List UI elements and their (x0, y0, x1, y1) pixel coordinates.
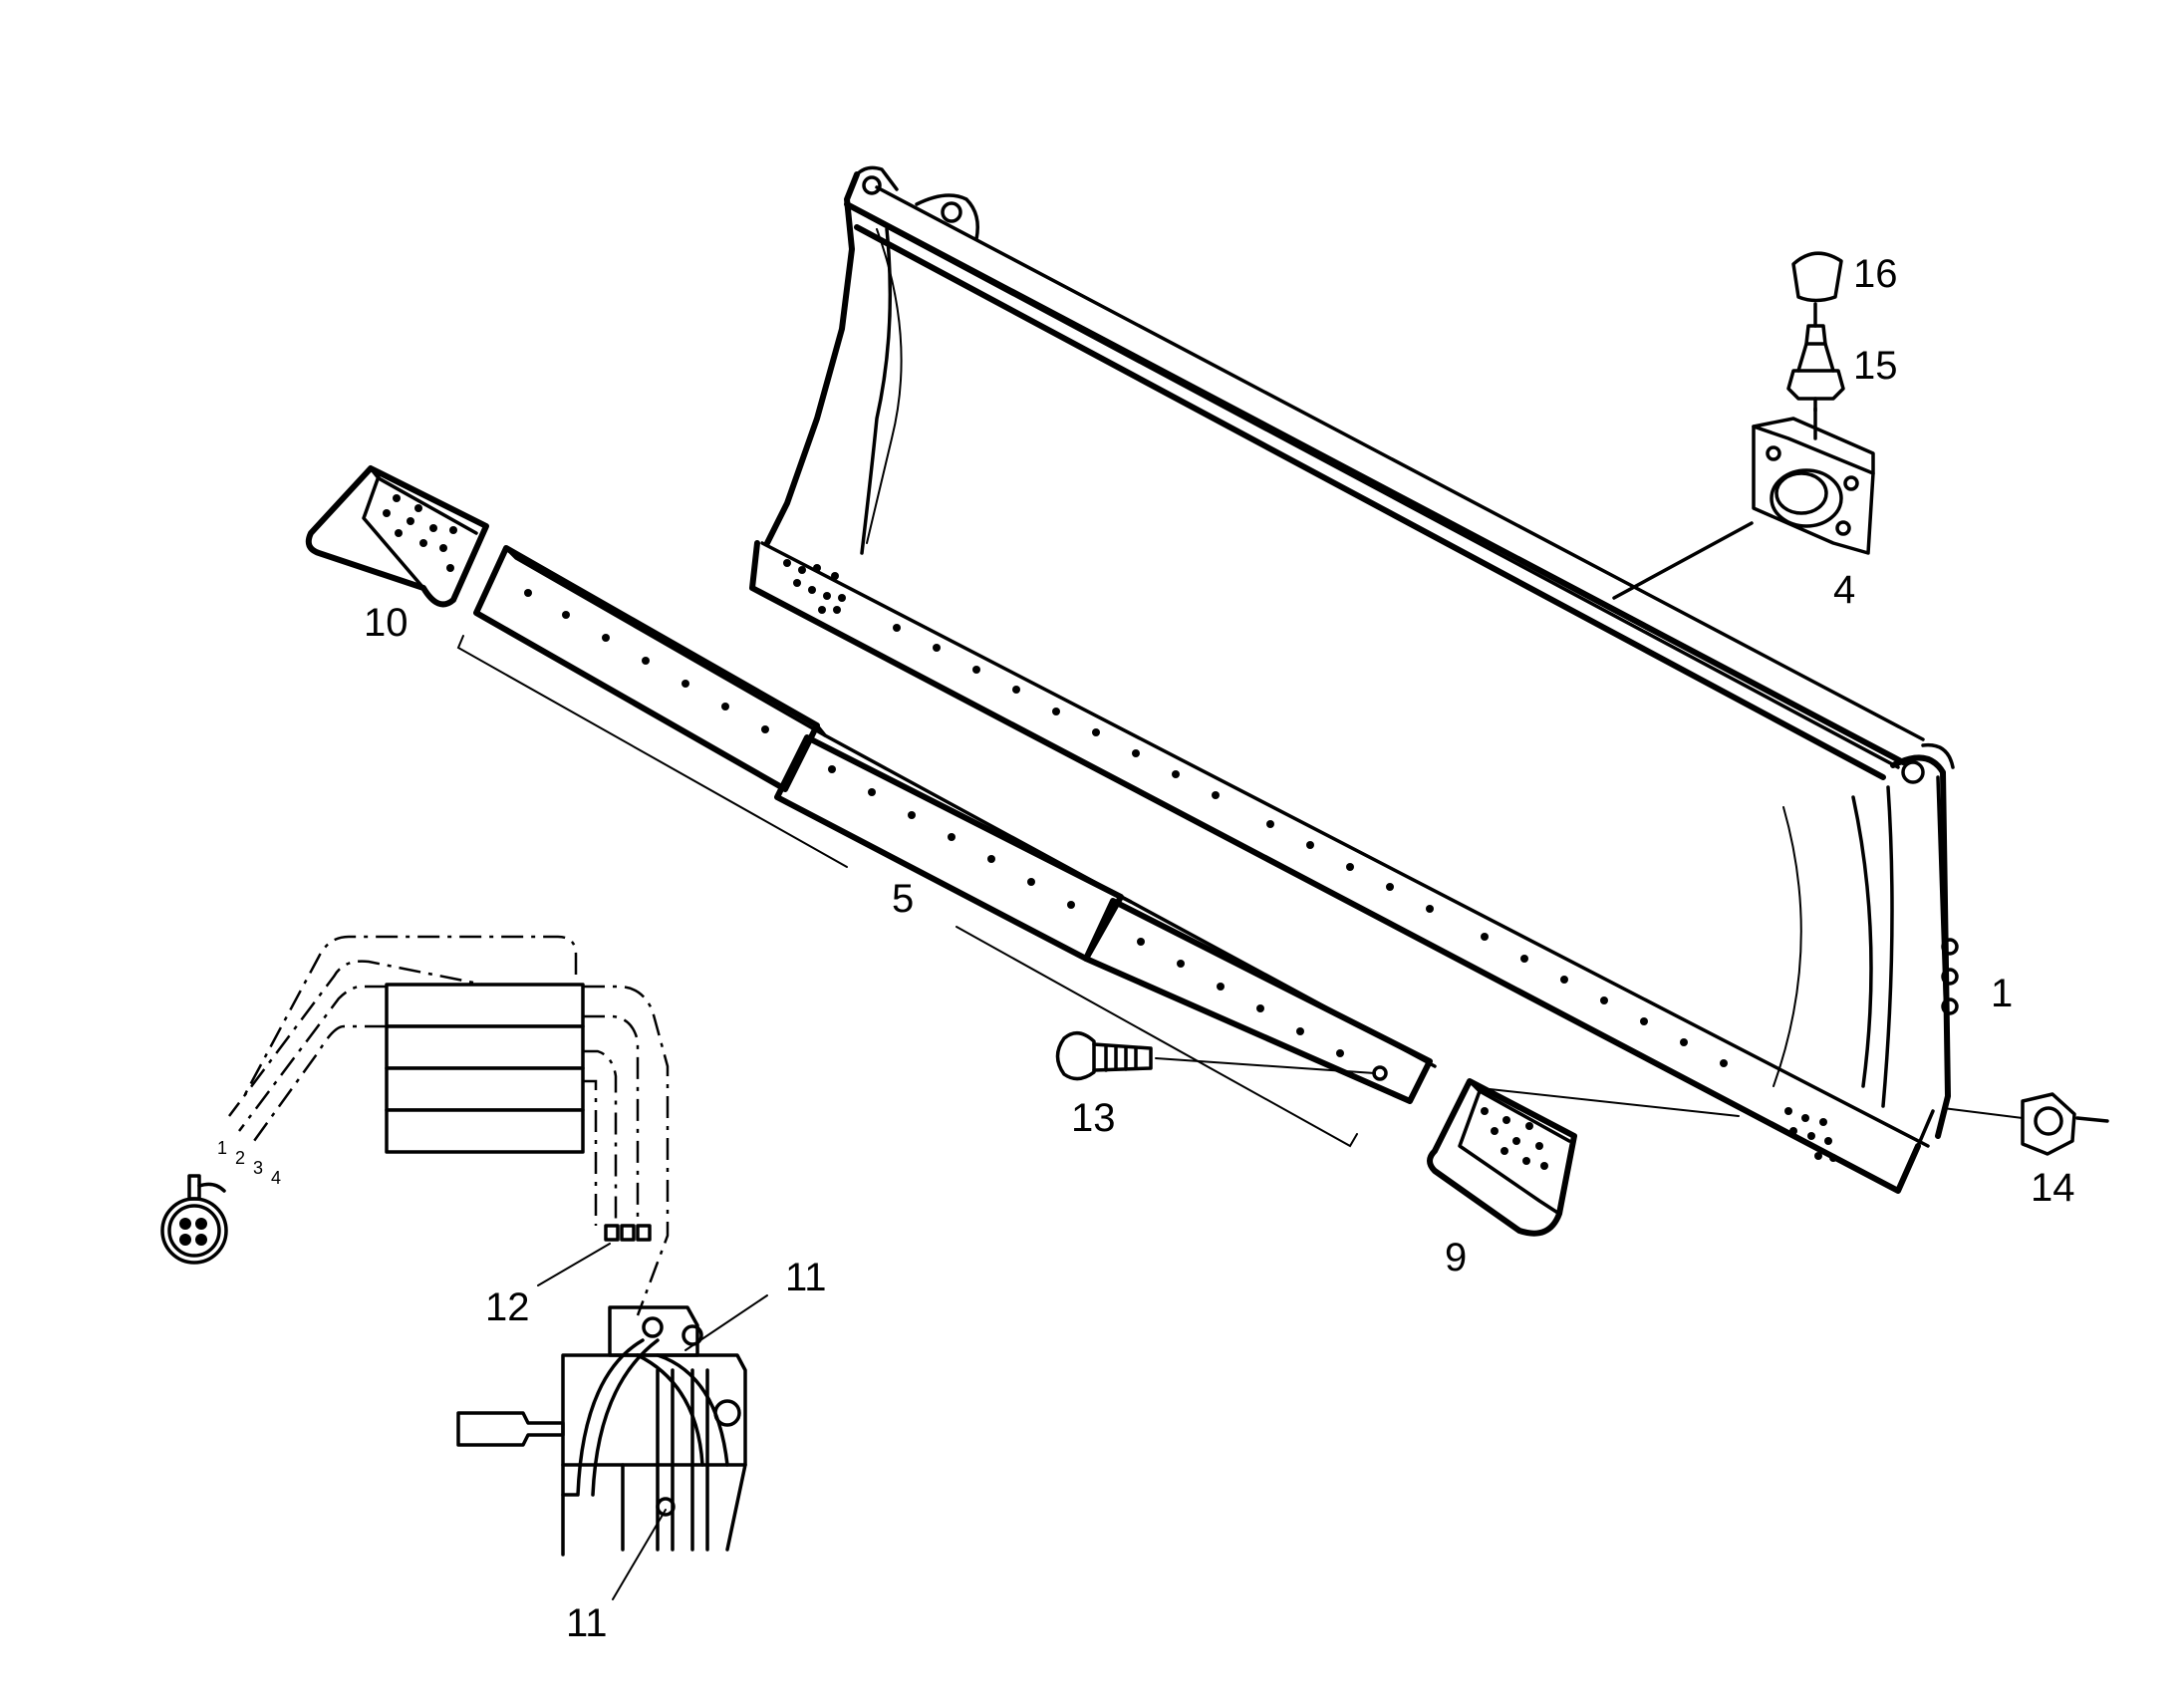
blade-bottom-bolt-holes (893, 624, 1728, 1067)
cutting-edge-holes (524, 589, 1388, 1081)
plow-bolt (1055, 1031, 1376, 1081)
callout-4: 4 (1833, 568, 1855, 612)
callout-11-upper: 11 (785, 1256, 827, 1299)
valve-port-label-4: 4 (271, 1168, 281, 1188)
callout-14: 14 (2031, 1166, 2075, 1210)
callout-16: 16 (1853, 252, 1898, 296)
fitting-cap (1791, 251, 1843, 328)
hose-bundle-block (385, 983, 585, 1154)
callout-1: 1 (1991, 972, 2013, 1015)
end-bit-right (1427, 1078, 1577, 1237)
callout-11-lower: 11 (566, 1601, 608, 1645)
valve-connector: 1 2 3 4 (160, 1138, 281, 1265)
control-valve-bank (456, 1294, 768, 1600)
callout-12: 12 (485, 1285, 530, 1329)
end-bit-left (305, 465, 489, 608)
pivot-block (1612, 417, 1875, 600)
valve-port-label-2: 2 (235, 1148, 245, 1168)
grease-fitting (1786, 324, 1845, 440)
blade-body (749, 165, 1959, 1194)
callout-9: 9 (1445, 1236, 1467, 1280)
quick-couplers (537, 1224, 652, 1286)
blade-end-holes-right (1784, 1107, 1837, 1162)
callout-15: 15 (1853, 344, 1898, 388)
blade-end-holes-left (783, 559, 846, 614)
valve-port-label-1: 1 (217, 1138, 227, 1158)
callout-5: 5 (892, 877, 914, 921)
callout-13: 13 (1071, 1096, 1116, 1140)
valve-port-label-3: 3 (253, 1158, 263, 1178)
callout-numbers: 1 4 5 9 10 11 11 12 13 14 15 16 (364, 252, 2075, 1645)
cutting-edge (456, 545, 1437, 1148)
hex-nut (1942, 1092, 2109, 1156)
callout-10: 10 (364, 601, 409, 645)
